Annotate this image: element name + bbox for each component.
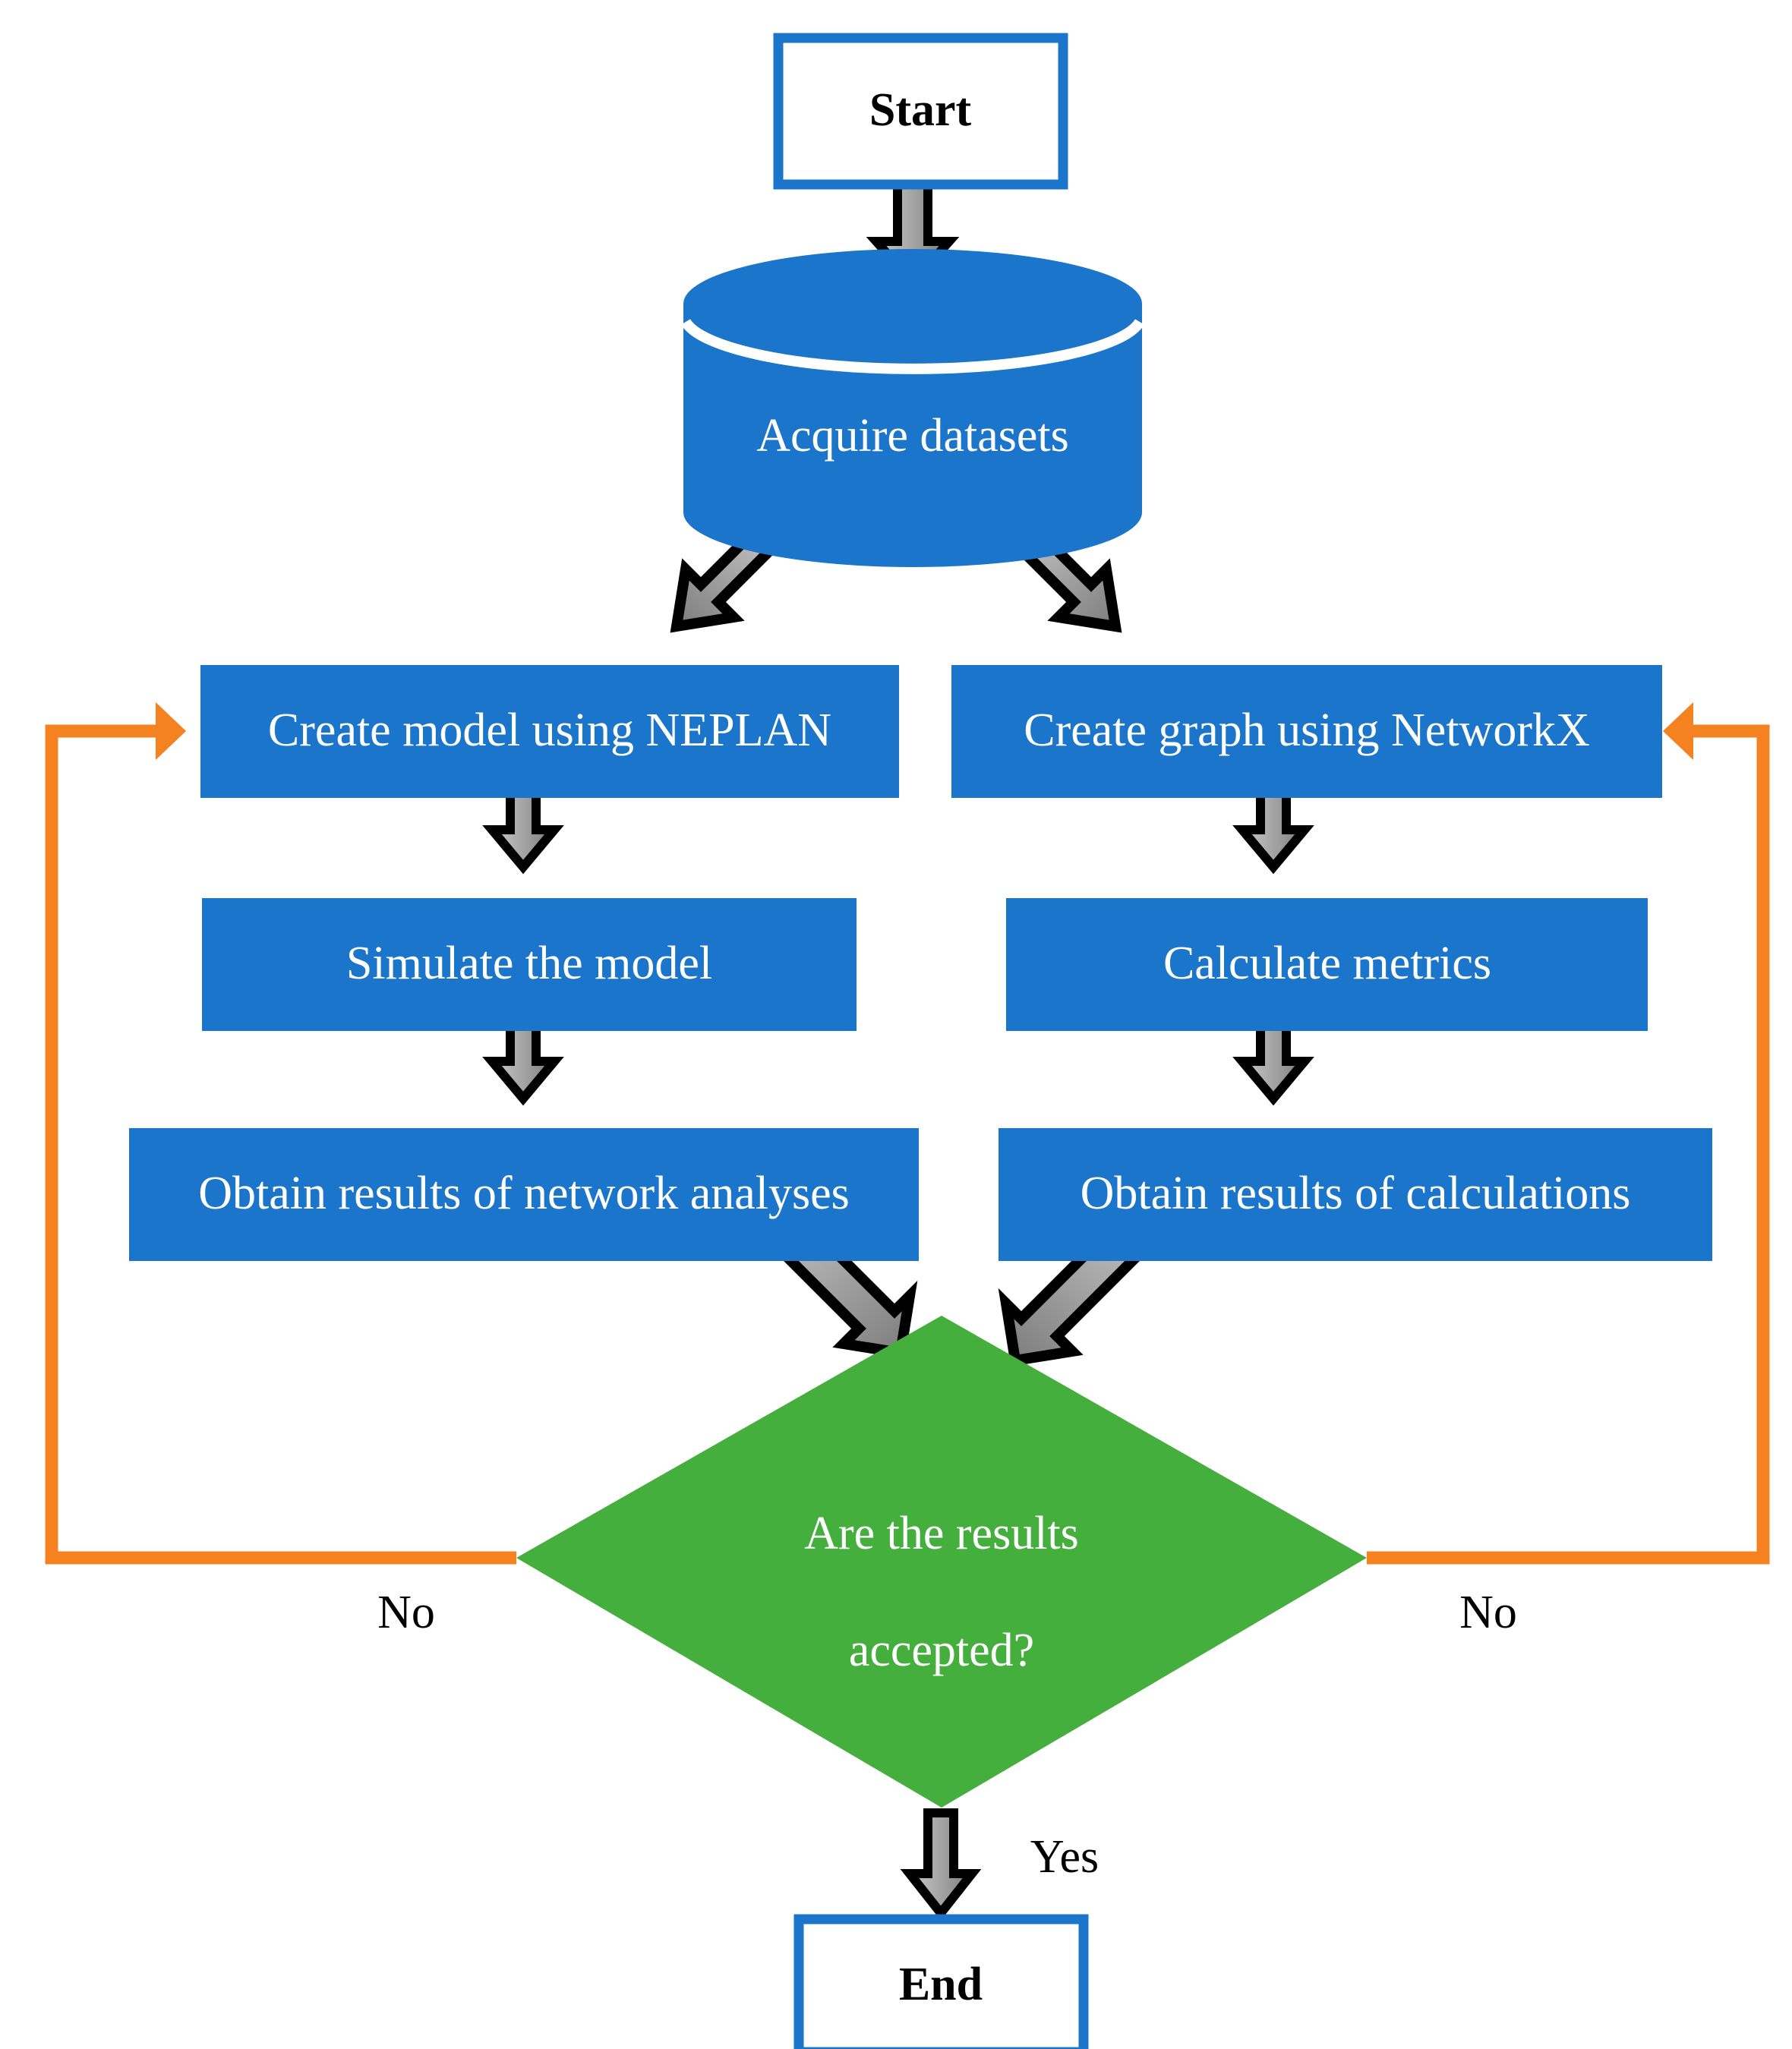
edge-label-yes: Yes: [1030, 1831, 1099, 1883]
node-create-model[interactable]: Create model using NEPLAN: [200, 665, 899, 798]
edge-label-no-right: No: [1459, 1587, 1517, 1638]
node-results-network-analyses-label: Obtain results of network analyses: [198, 1168, 849, 1219]
node-calculate-metrics[interactable]: Calculate metrics: [1006, 898, 1648, 1031]
node-start[interactable]: Start: [773, 33, 1068, 190]
feedback-loop-left: [45, 702, 516, 1565]
edge-label-no-left: No: [377, 1587, 435, 1638]
node-acquire-datasets-label: Acquire datasets: [756, 410, 1068, 462]
node-end[interactable]: End: [793, 1914, 1089, 2049]
feedback-loop-right: [1367, 702, 1770, 1565]
node-end-label: End: [899, 1959, 983, 2010]
node-results-calculations[interactable]: Obtain results of calculations: [999, 1128, 1712, 1261]
node-acquire-datasets[interactable]: Acquire datasets: [681, 249, 1144, 567]
node-create-graph[interactable]: Create graph using NetworkX: [951, 665, 1662, 798]
node-simulate-model-label: Simulate the model: [346, 938, 712, 989]
node-simulate-model[interactable]: Simulate the model: [202, 898, 857, 1031]
node-calculate-metrics-label: Calculate metrics: [1163, 938, 1491, 989]
node-decision[interactable]: Are the results accepted?: [516, 1316, 1367, 1808]
node-start-label: Start: [869, 84, 972, 136]
node-create-graph-label: Create graph using NetworkX: [1024, 705, 1590, 756]
node-decision-label-line2: accepted?: [849, 1625, 1034, 1676]
node-results-calculations-label: Obtain results of calculations: [1081, 1168, 1631, 1219]
node-results-network-analyses[interactable]: Obtain results of network analyses: [129, 1128, 919, 1261]
arrow-decision-to-end: [900, 1808, 982, 1921]
node-create-model-label: Create model using NEPLAN: [268, 705, 831, 756]
node-decision-label-line1: Are the results: [804, 1508, 1079, 1559]
